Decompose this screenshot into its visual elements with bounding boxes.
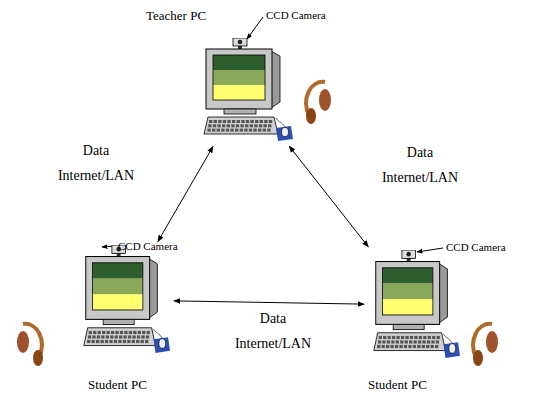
computer-icon: [198, 38, 293, 143]
network-link: [289, 146, 368, 247]
computer-icon: [78, 245, 170, 355]
callout-label: CCD Camera: [118, 240, 178, 252]
headset-icon: [306, 82, 331, 124]
network-link: [174, 301, 364, 304]
computer-node: Student PC: [368, 250, 460, 360]
headset-icon: [17, 324, 43, 366]
callout-label: CCD Camera: [266, 9, 326, 21]
edge-label: Data Internet/LAN: [370, 140, 470, 190]
edge-label: Data Internet/LAN: [48, 138, 144, 188]
network-link: [158, 146, 213, 241]
leader-line: [417, 248, 443, 252]
node-title: Teacher PC: [146, 8, 206, 24]
computer-icon: [368, 250, 460, 360]
leader-line: [247, 17, 263, 39]
edge-label: Data Internet/LAN: [221, 306, 325, 356]
callout-label: CCD Camera: [446, 241, 506, 253]
headset-icon: [473, 324, 498, 366]
computer-node: Student PC: [78, 245, 170, 355]
computer-node: Teacher PC: [198, 38, 293, 143]
node-title: Student PC: [368, 377, 427, 393]
node-title: Student PC: [88, 377, 147, 393]
